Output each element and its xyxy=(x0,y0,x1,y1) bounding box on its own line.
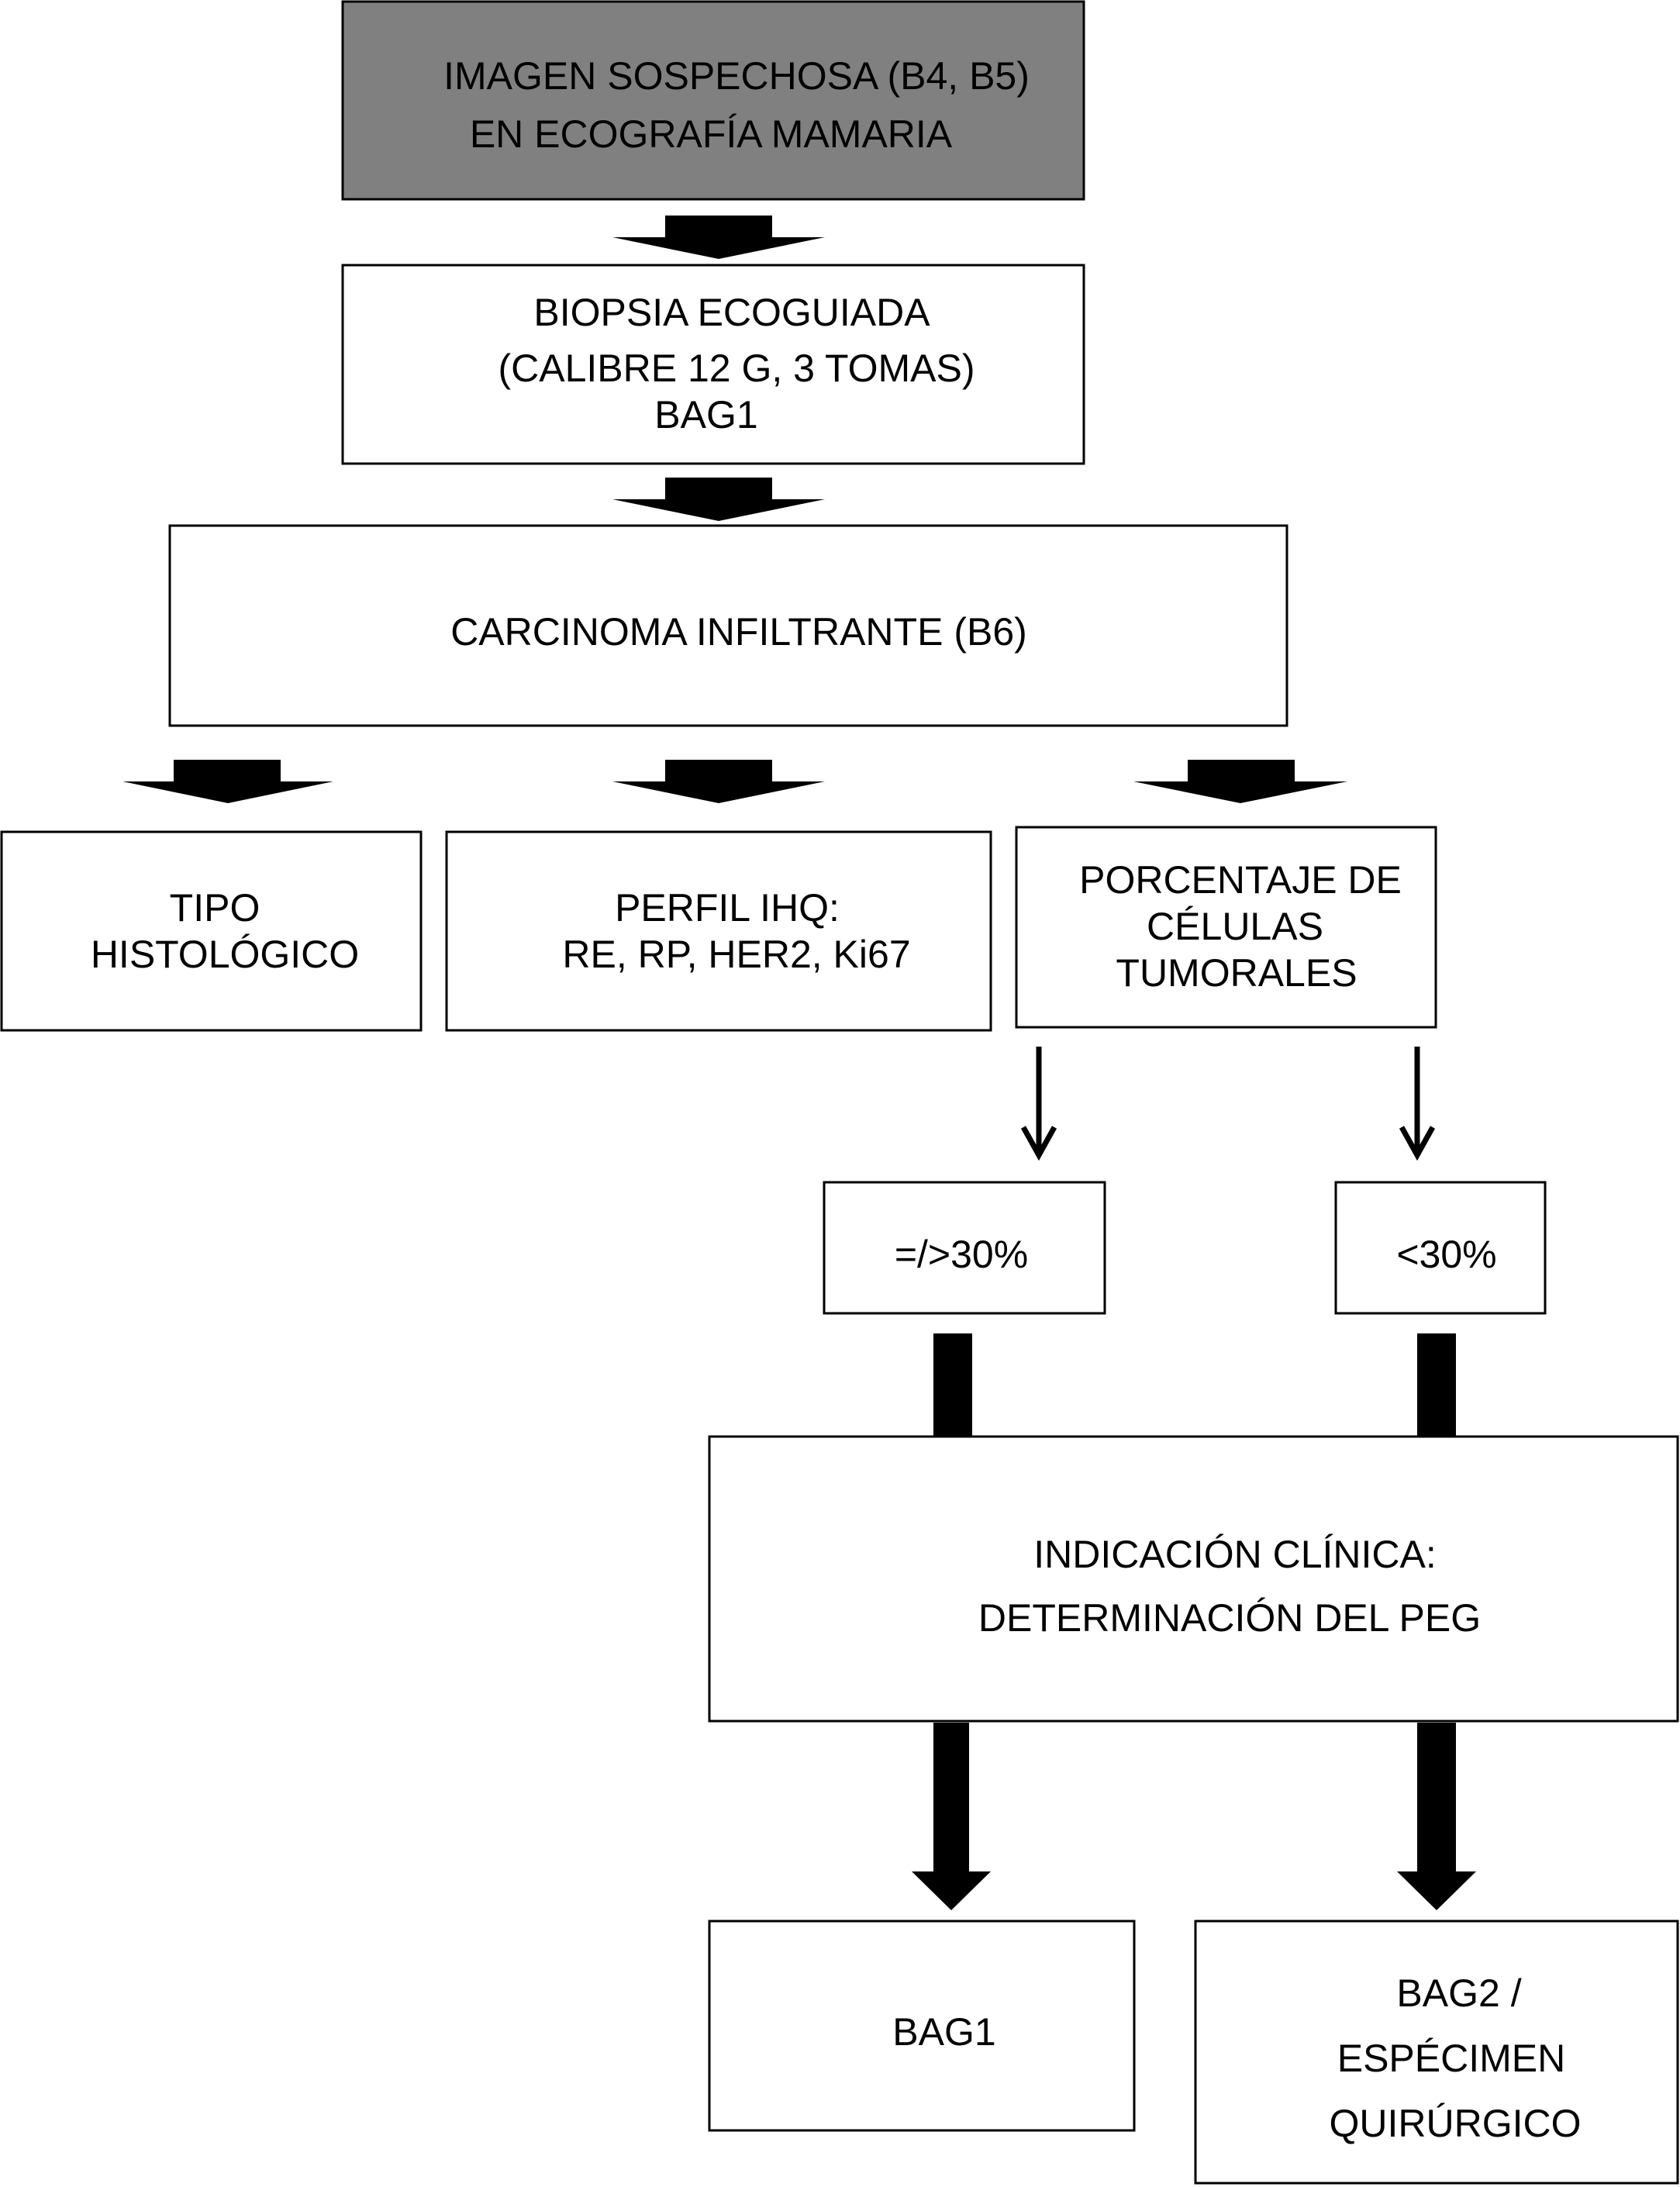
node-lt30-box xyxy=(1334,1181,1547,1315)
node-carcinoma-box xyxy=(168,524,1288,727)
node-histologic-type-line-2: HISTOLÓGICO xyxy=(91,933,359,976)
node-histologic-type-line-1: TIPO xyxy=(170,886,260,930)
connector-lt30 xyxy=(1417,1333,1456,1437)
node-bag1: BAG1 xyxy=(708,1920,1136,2132)
arrow-down-bag1 xyxy=(912,1723,991,1910)
node-lt30-line-1: <30% xyxy=(1396,1233,1496,1276)
node-biopsy: BIOPSIA ECOGUIADA (CALIBRE 12 G, 3 TOMAS… xyxy=(341,264,1085,465)
node-bag1-box xyxy=(708,1920,1136,2132)
node-suspicious-image-line-2: EN ECOGRAFÍA MAMARIA xyxy=(470,112,953,156)
node-clinical-indication: INDICACIÓN CLÍNICA: DETERMINACIÓN DEL PE… xyxy=(708,1435,1679,1723)
node-ihq-profile-line-2: RE, RP, HER2, Ki67 xyxy=(562,933,910,976)
node-ge30-line-1: =/>30% xyxy=(895,1233,1028,1276)
node-carcinoma-line-1: CARCINOMA INFILTRANTE (B6) xyxy=(450,610,1027,654)
node-clinical-indication-line-1: INDICACIÓN CLÍNICA: xyxy=(1033,1533,1437,1576)
node-suspicious-image-line-1: IMAGEN SOSPECHOSA (B4, B5) xyxy=(443,54,1030,98)
node-bag2-line-1: BAG2 / xyxy=(1396,1971,1521,2015)
arrow-down-center xyxy=(612,760,825,803)
arrow-down-left xyxy=(122,760,333,803)
node-ihq-profile-line-1: PERFIL IHQ: xyxy=(615,886,840,930)
node-carcinoma: CARCINOMA INFILTRANTE (B6) xyxy=(168,524,1288,727)
node-biopsy-line-3: BAG1 xyxy=(654,393,757,436)
arrow-down-bag2 xyxy=(1397,1723,1476,1910)
node-bag2-box xyxy=(1194,1920,1679,2185)
node-ge30-box xyxy=(823,1181,1106,1315)
node-ge30: =/>30% xyxy=(823,1181,1106,1315)
node-histologic-type-box xyxy=(0,830,423,1032)
node-clinical-indication-box xyxy=(708,1435,1679,1723)
node-lt30: <30% xyxy=(1334,1181,1547,1315)
node-suspicious-image-box xyxy=(341,0,1085,201)
node-tumor-cell-percentage-line-3: TUMORALES xyxy=(1116,951,1357,995)
node-tumor-cell-percentage: PORCENTAJE DE CÉLULAS TUMORALES xyxy=(1015,826,1437,1029)
node-tumor-cell-percentage-box xyxy=(1015,826,1437,1029)
node-tumor-cell-percentage-line-2: CÉLULAS xyxy=(1147,905,1323,948)
thin-arrow-left xyxy=(1020,1047,1057,1161)
node-biopsy-line-1: BIOPSIA ECOGUIADA xyxy=(533,291,930,334)
node-ihq-profile-box xyxy=(445,830,992,1032)
node-bag2-line-3: QUIRÚRGICO xyxy=(1330,2102,1582,2145)
arrow-down-1 xyxy=(612,216,825,259)
node-bag2-line-2: ESPÉCIMEN xyxy=(1337,2037,1566,2080)
node-bag2: BAG2 / ESPÉCIMEN QUIRÚRGICO xyxy=(1194,1920,1679,2185)
node-suspicious-image: IMAGEN SOSPECHOSA (B4, B5) EN ECOGRAFÍA … xyxy=(341,0,1085,201)
node-tumor-cell-percentage-line-1: PORCENTAJE DE xyxy=(1079,858,1402,902)
node-biopsy-box xyxy=(341,264,1085,465)
arrow-down-right xyxy=(1133,760,1347,803)
thin-arrow-right xyxy=(1399,1047,1436,1161)
node-ihq-profile: PERFIL IHQ: RE, RP, HER2, Ki67 xyxy=(445,830,992,1032)
node-histologic-type: TIPO HISTOLÓGICO xyxy=(0,830,423,1032)
node-bag1-line-1: BAG1 xyxy=(892,2010,995,2054)
node-biopsy-line-2: (CALIBRE 12 G, 3 TOMAS) xyxy=(498,347,975,390)
connector-ge30 xyxy=(933,1333,972,1437)
arrow-down-2 xyxy=(612,478,825,521)
node-clinical-indication-line-2: DETERMINACIÓN DEL PEG xyxy=(978,1596,1481,1640)
